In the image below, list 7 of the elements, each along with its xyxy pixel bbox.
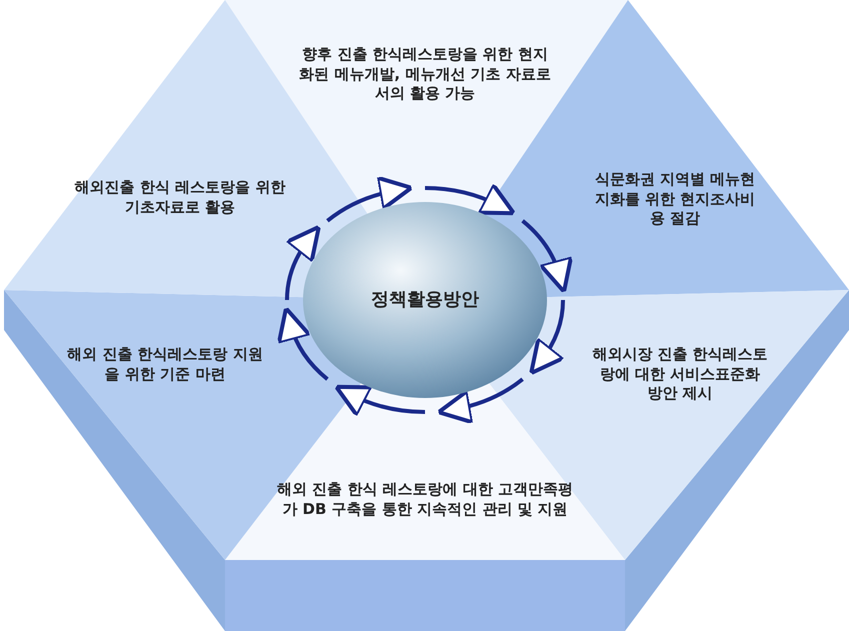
center-title: 정책활용방안	[345, 288, 505, 312]
segment-text: 해외시장 진출 한식레스토랑에 대한 서비스표준화 방안 제시	[590, 345, 770, 404]
segment-text: 해외 진출 한식 레스토랑에 대한 고객만족평가 DB 구축을 통한 지속적인 관리 및 지원	[270, 480, 580, 519]
segment-text: 해외진출 한식 레스토랑을 위한 기초자료로 활용	[70, 178, 290, 217]
segment-text: 향후 진출 한식레스토랑을 위한 현지화된 메뉴개발, 메뉴개선 기초 자료로서의 활용 가능	[295, 45, 555, 104]
segment-text: 해외 진출 한식레스토랑 지원을 위한 기준 마련	[60, 345, 270, 384]
segment-text: 식문화권 지역별 메뉴현지화를 위한 현지조사비용 절감	[590, 170, 760, 228]
